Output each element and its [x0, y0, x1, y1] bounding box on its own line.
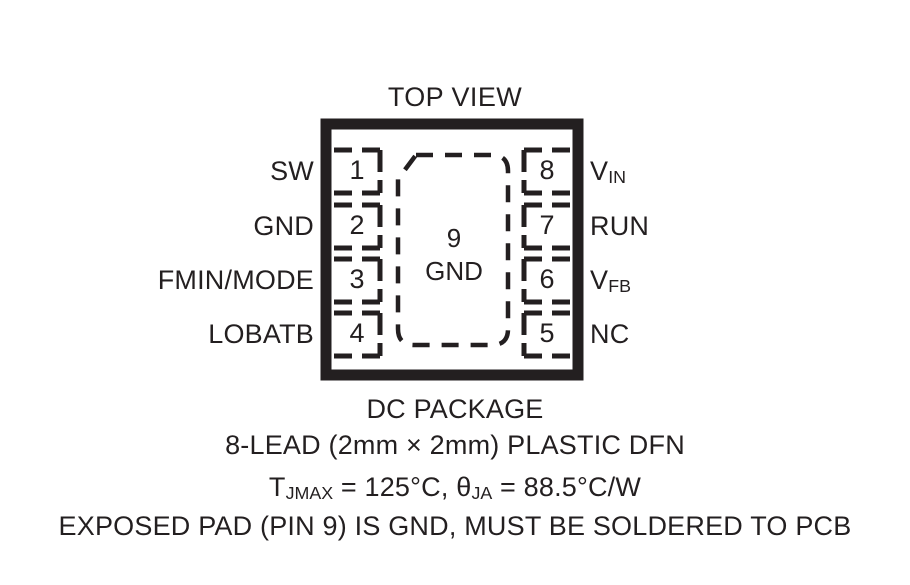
pin-label-gnd: GND: [253, 213, 314, 240]
pin-label-vfb-subscript: FB: [608, 276, 631, 297]
pin-label-sw-text: SW: [270, 156, 314, 186]
pin-label-vin-subscript: IN: [608, 167, 627, 188]
pin-label-lobatb-text: LOBATB: [208, 319, 314, 349]
pin-number-2: 2: [349, 210, 365, 240]
caption-package-name: DC PACKAGE: [366, 394, 544, 424]
exposed-pad-number: 9: [446, 223, 462, 253]
pin-label-run: RUN: [590, 213, 649, 240]
top-view-title: TOP VIEW: [387, 82, 523, 112]
pin-label-gnd-text: GND: [253, 211, 314, 241]
pin-label-nc: NC: [590, 321, 629, 348]
thermal-theta-value: = 88.5°C/W: [492, 472, 642, 502]
pin-label-vin: VIN: [590, 156, 627, 188]
thermal-tjmax-symbol: T: [268, 472, 286, 502]
pin-label-vfb: VFB: [590, 265, 631, 297]
pin-label-run-text: RUN: [590, 211, 650, 241]
caption-thermal-spec: TJMAX = 125°C, θJA = 88.5°C/W: [0, 472, 910, 504]
pin-number-4: 4: [349, 318, 365, 348]
pin-number-6: 6: [539, 264, 555, 294]
pin-label-nc-text: NC: [590, 319, 630, 349]
thermal-tjmax-value: = 125°C,: [333, 472, 457, 502]
pin-label-lobatb: LOBATB: [208, 321, 314, 348]
pin-label-fmin-mode-text: FMIN/MODE: [157, 265, 314, 295]
caption-exposed-pad-note: EXPOSED PAD (PIN 9) IS GND, MUST BE SOLD…: [58, 511, 852, 541]
pin-label-vfb-text: V: [590, 265, 609, 295]
caption-package-description: 8-LEAD (2mm × 2mm) PLASTIC DFN: [225, 430, 685, 460]
pin-label-sw: SW: [270, 158, 314, 185]
thermal-theta-subscript: JA: [471, 483, 493, 504]
pin-number-8: 8: [539, 155, 555, 185]
pin-label-fmin-mode: FMIN/MODE: [158, 267, 314, 294]
pin-label-vin-text: V: [590, 156, 609, 186]
pin-number-1: 1: [349, 155, 365, 185]
pin-number-3: 3: [349, 264, 365, 294]
pin-number-7: 7: [539, 210, 555, 240]
thermal-tjmax-subscript: JMAX: [285, 483, 334, 504]
thermal-theta-symbol: θ: [456, 472, 472, 502]
exposed-pad-label: GND: [425, 256, 483, 286]
pin-number-5: 5: [539, 318, 555, 348]
